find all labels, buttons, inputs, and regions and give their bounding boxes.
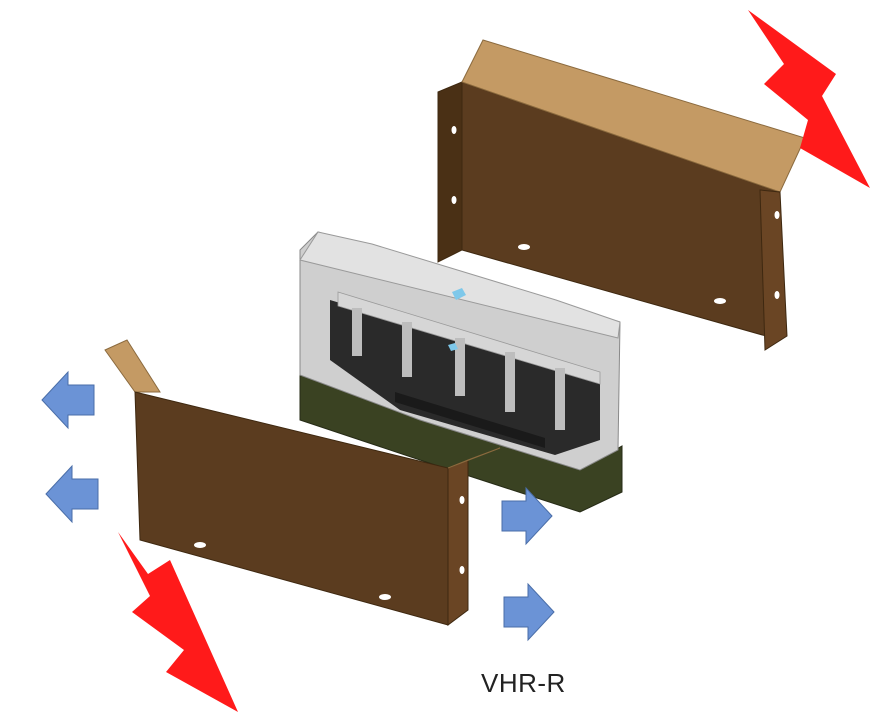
blue-arrow-icon xyxy=(503,582,555,642)
front-carton-sleeve xyxy=(104,339,501,626)
blue-arrow-icon xyxy=(501,486,553,546)
blue-arrow-icon xyxy=(41,370,95,430)
red-lightning-arrow-icon xyxy=(748,10,870,188)
diagram-caption: VHR-R xyxy=(481,668,566,698)
back-carton-sleeve xyxy=(437,39,806,351)
foam-cushion-assembly xyxy=(299,231,623,513)
red-lightning-arrow-icon xyxy=(118,532,238,712)
blue-arrow-icon xyxy=(45,464,99,524)
